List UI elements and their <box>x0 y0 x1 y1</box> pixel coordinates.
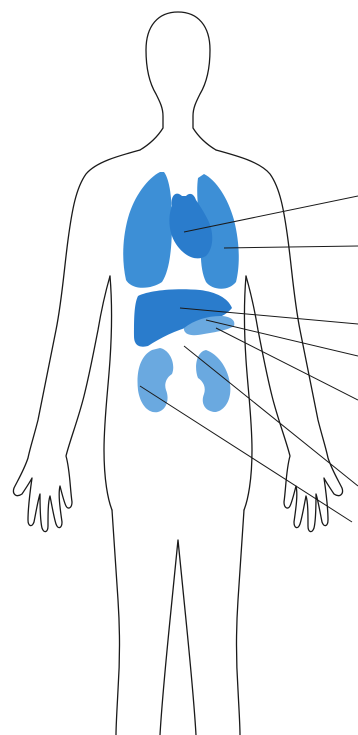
inner-leg-outline <box>160 540 196 735</box>
leader-line-left-kidney <box>140 386 352 522</box>
right-arm-outline <box>216 150 343 532</box>
left-leg-outline <box>112 510 120 735</box>
leader-line-lung <box>224 246 358 248</box>
head-outline <box>140 12 216 150</box>
right-torso-outline <box>244 276 252 510</box>
right-leg-outline <box>237 510 245 735</box>
left-arm-outline <box>13 150 140 532</box>
right-lung <box>123 172 172 288</box>
leader-lines <box>140 196 358 522</box>
leader-line-right-kidney <box>184 346 358 486</box>
body-outline <box>13 12 342 735</box>
right-kidney <box>138 348 174 412</box>
leader-line-pancreas-1 <box>206 320 358 356</box>
left-torso-outline <box>104 276 112 510</box>
